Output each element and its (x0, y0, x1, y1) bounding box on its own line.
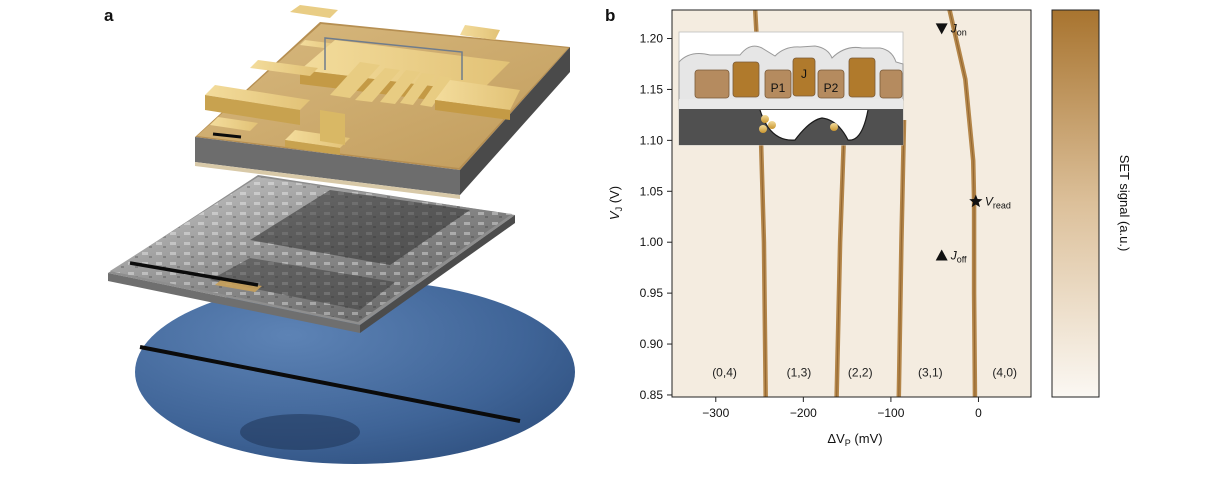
y-tick-label: 1.15 (640, 82, 664, 96)
marker-triangle-down (935, 23, 948, 35)
marker-label: Vread (985, 194, 1011, 210)
y-tick-label: 0.85 (640, 388, 664, 402)
device-stack-illustration (108, 5, 575, 464)
gold-electrodes (205, 5, 520, 155)
charge-stability-chart: (0,4)(1,3)(2,2)(3,1)(4,0) J P1 P2 −300− (607, 9, 1132, 448)
chip-cut-line (129, 261, 259, 287)
inset-gate-p2 (817, 69, 845, 99)
panel-a-letter: a (104, 6, 114, 25)
y-tick-label: 0.90 (640, 337, 664, 351)
charge-state-label: (0,4) (712, 366, 737, 380)
inset-gate-p1 (764, 69, 792, 99)
x-tick-label: −100 (877, 406, 904, 420)
inset-gate-j (792, 57, 816, 97)
panel-a-device-illustration: a (0, 0, 600, 474)
charge-state-label: (3,1) (918, 366, 943, 380)
inset-electron (759, 125, 767, 133)
y-tick-label: 0.95 (640, 286, 664, 300)
axes-layer: −300 −200 −100 0 0.85 0.90 0.95 1.00 1.05 1.10 1.1… (640, 32, 982, 420)
x-tick-label: 0 (975, 406, 982, 420)
x-axis-title: ΔVP (mV) (827, 431, 882, 448)
charge-state-label: (1,3) (787, 366, 812, 380)
inset-electron (830, 123, 838, 131)
inset-gate-b2 (848, 57, 876, 98)
inset-gate-left (694, 69, 730, 99)
y-tick-label: 1.05 (640, 184, 664, 198)
device-inset: J P1 P2 (678, 31, 904, 146)
wafer (135, 280, 575, 464)
y-axis-title: VJ (V) (607, 186, 624, 220)
chip (108, 175, 515, 333)
inset-label-p1: P1 (771, 81, 786, 95)
charge-state-label: (4,0) (992, 366, 1017, 380)
inset-gate-right (879, 69, 903, 99)
y-tick-label: 1.10 (640, 133, 664, 147)
transition-line-core (898, 119, 905, 397)
marker-triangle-up (935, 249, 948, 261)
y-tick-label: 1.00 (640, 235, 664, 249)
marker-star (969, 194, 983, 208)
colorbar-label: SET signal (a.u.) (1117, 155, 1132, 252)
charge-state-label: (2,2) (848, 366, 873, 380)
x-tick-label: −200 (790, 406, 817, 420)
gate-device (195, 5, 570, 199)
inset-electron (761, 115, 769, 123)
plot-frame (671, 9, 1032, 398)
scale-bar (212, 132, 242, 139)
inset-label-p2: P2 (824, 81, 839, 95)
inset-electron (768, 121, 776, 129)
marker-label: Jon (950, 21, 967, 37)
x-tick-label: −300 (702, 406, 729, 420)
marker-label: Joff (950, 248, 967, 264)
panel-b-letter: b (605, 6, 616, 25)
transition-line-core (836, 119, 845, 397)
inset-label-j: J (801, 67, 807, 81)
y-tick-label: 1.20 (640, 32, 664, 46)
inset-gate-b1 (732, 61, 760, 98)
panel-b-charge-stability: b (0,4) (1,3) (2,2) (3,1) (4,0) (600, 0, 1220, 474)
wafer-cut-line (139, 345, 521, 423)
transition-line-core (949, 10, 976, 397)
colorbar (1051, 9, 1100, 398)
